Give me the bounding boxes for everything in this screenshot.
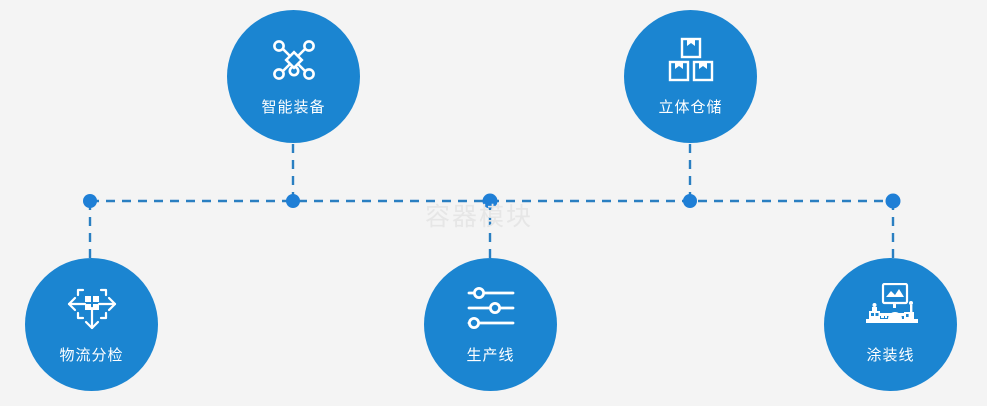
paint-line-machine-icon xyxy=(860,282,922,332)
node-label: 物流分检 xyxy=(59,347,124,364)
node-zhinengzhuangbei[interactable]: 智能装备 xyxy=(227,10,360,143)
node-label: 涂装线 xyxy=(866,347,915,364)
junction-dot-equipment xyxy=(286,194,300,208)
junction-dot-left xyxy=(83,194,97,208)
node-label: 生产线 xyxy=(466,347,515,364)
sliders-icon xyxy=(464,284,518,332)
stacked-boxes-icon xyxy=(664,36,718,84)
node-shengchanxian[interactable]: 生产线 xyxy=(424,258,557,391)
network-nodes-icon xyxy=(267,36,321,84)
junction-dot-center xyxy=(482,193,498,209)
node-wuliufenjian[interactable]: 物流分检 xyxy=(25,258,158,391)
node-label: 立体仓储 xyxy=(658,99,723,116)
node-label: 智能装备 xyxy=(261,99,326,116)
junction-dot-warehouse xyxy=(683,194,697,208)
node-liticangchu[interactable]: 立体仓储 xyxy=(624,10,757,143)
node-tuzhuangxian[interactable]: 涂装线 xyxy=(824,258,957,391)
package-sorting-icon xyxy=(65,284,119,332)
watermark-text: 容器模块 xyxy=(425,203,534,231)
junction-dot-right xyxy=(885,193,901,209)
